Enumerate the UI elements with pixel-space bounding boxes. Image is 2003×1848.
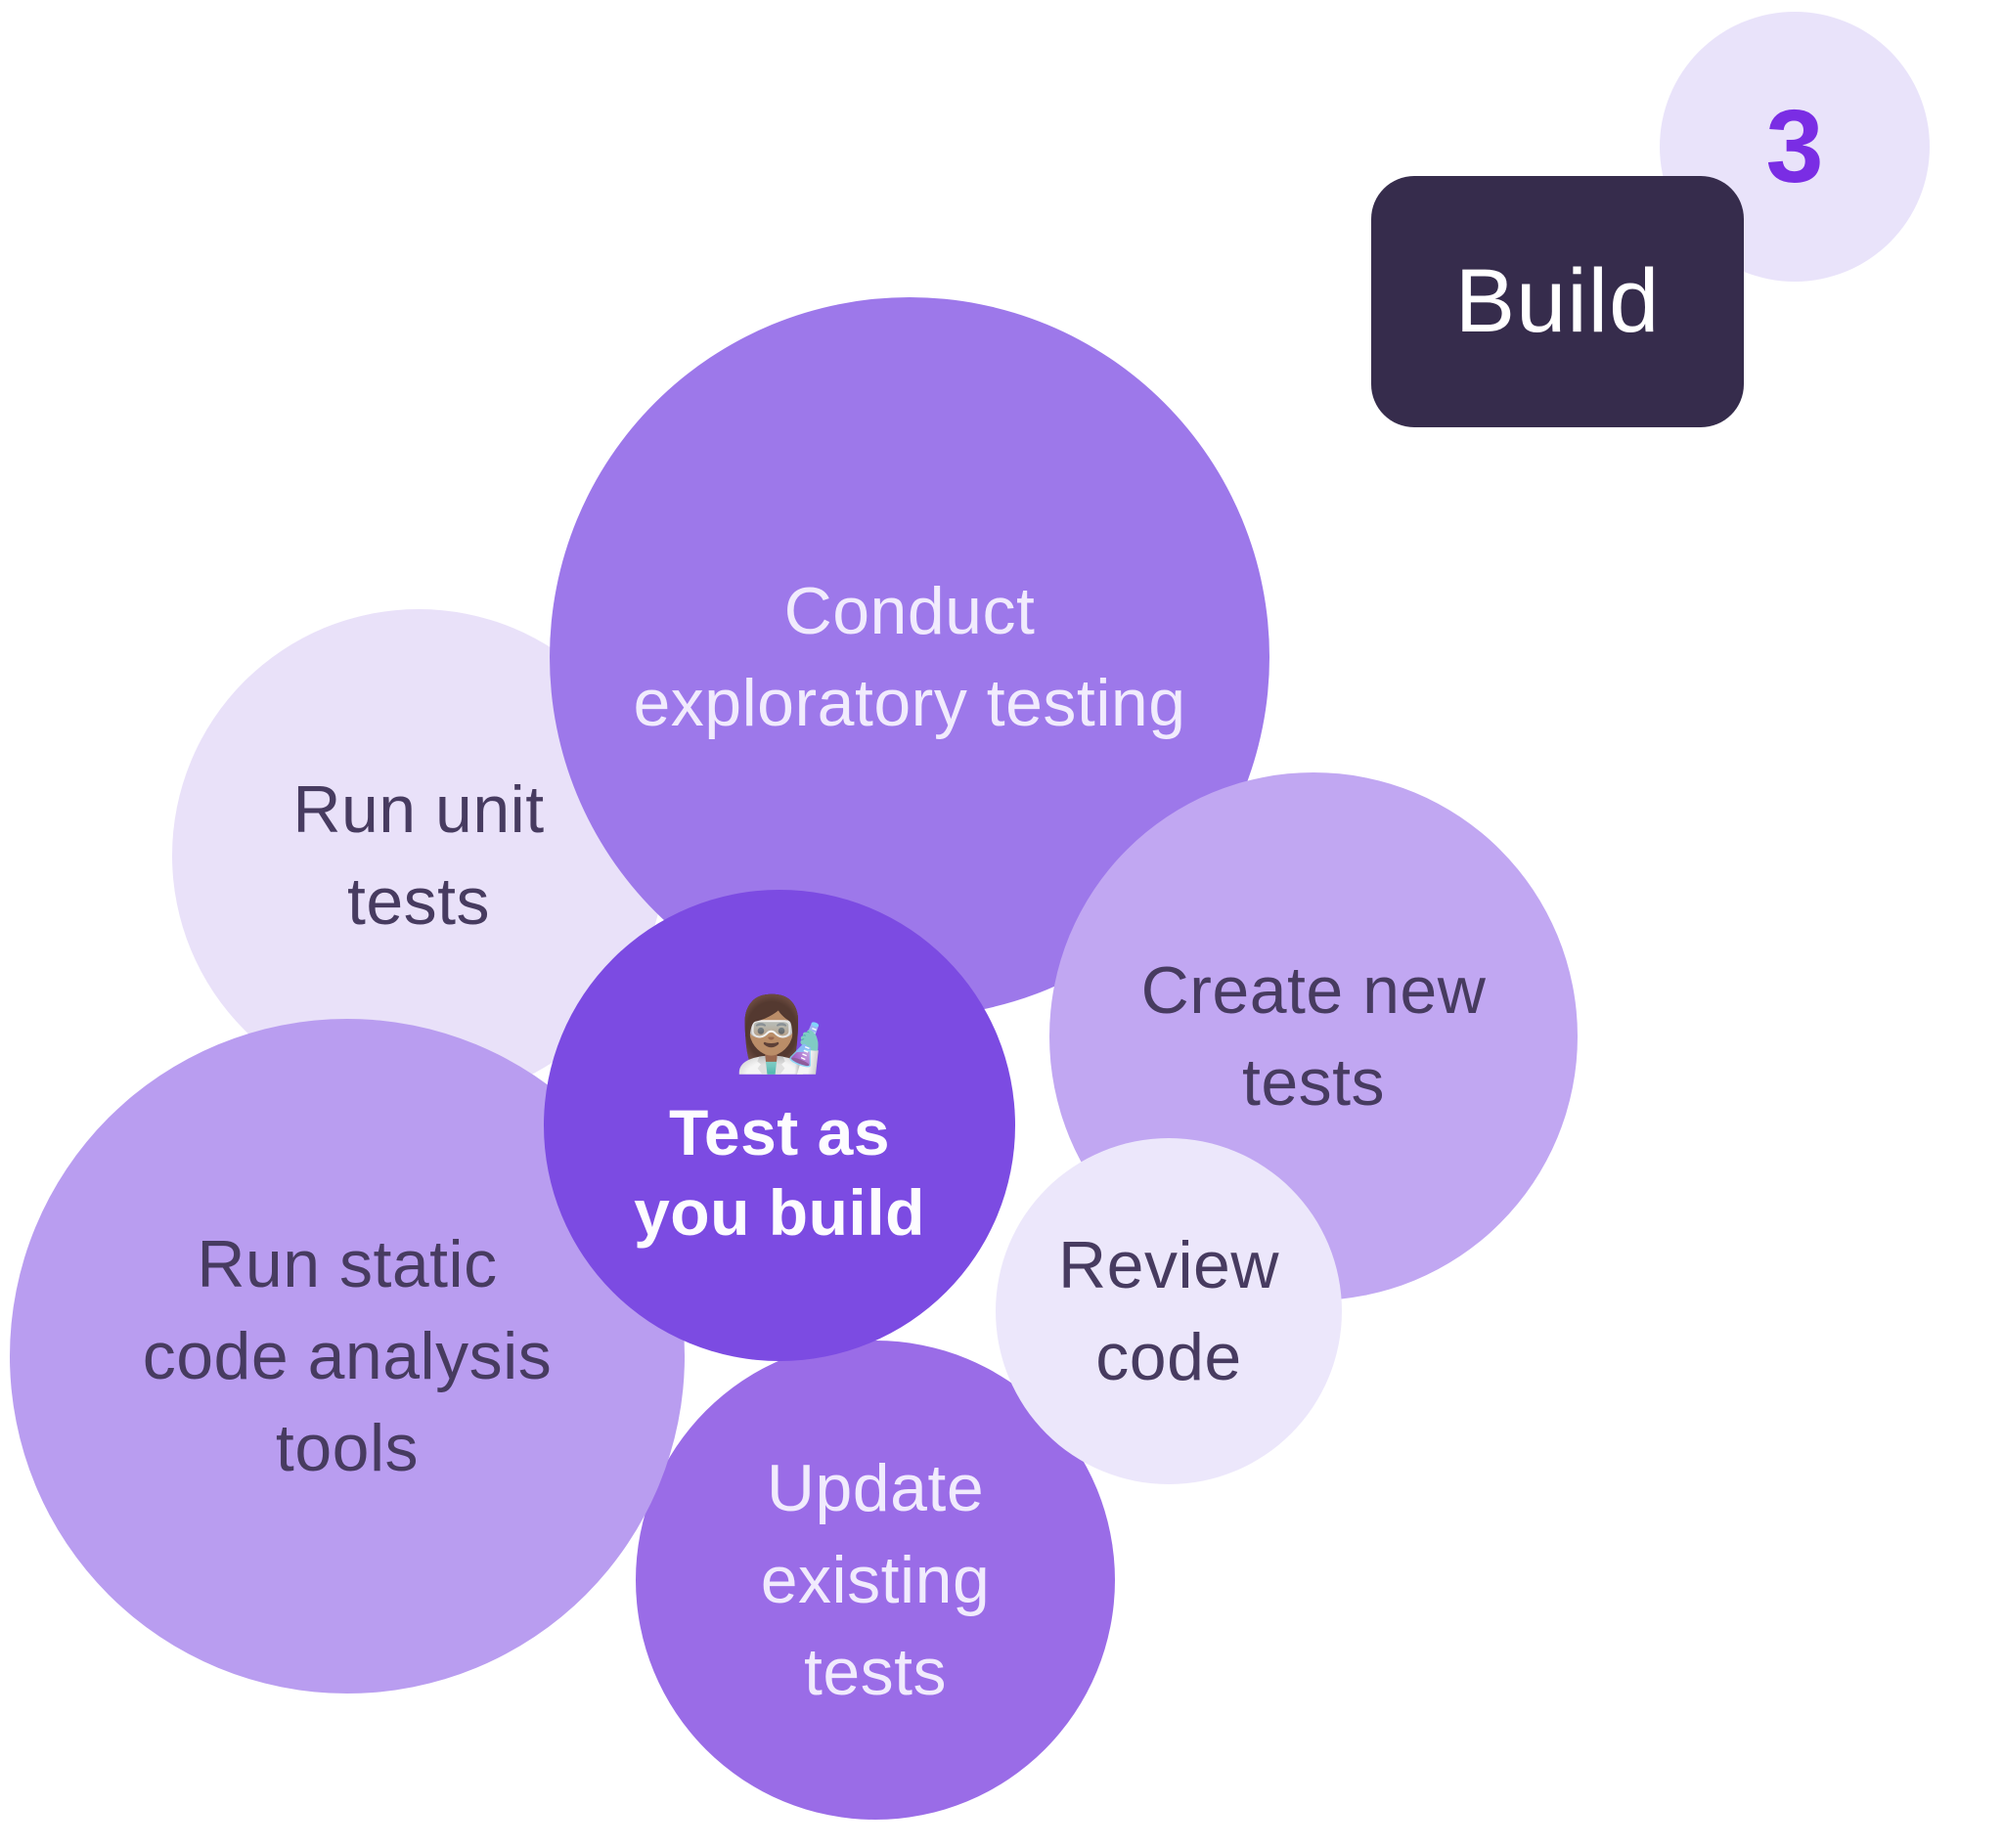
bubble-label-line: tools xyxy=(275,1411,420,1485)
bubble-label-line: Run unit xyxy=(292,772,545,847)
bubble-label-line: Update xyxy=(766,1451,985,1525)
bubble-label-line: existing xyxy=(760,1543,991,1617)
bubble-review-code: Review code xyxy=(996,1138,1342,1484)
bubble-test-as-you-build: 👩🏽‍🔬 Test as you build xyxy=(544,890,1015,1361)
woman-scientist-emoji: 👩🏽‍🔬 xyxy=(734,993,825,1075)
bubble-label-line: you build xyxy=(634,1176,925,1249)
bubble-label-line: Review xyxy=(1058,1228,1279,1302)
bubble-label-line: code analysis xyxy=(142,1319,553,1393)
bubble-label-line: tests xyxy=(346,864,491,939)
bubble-label-line: tests xyxy=(1241,1045,1386,1120)
bubble-label-line: Create new xyxy=(1140,953,1487,1028)
bubble-update-existing-tests: Update existing tests xyxy=(636,1341,1115,1820)
bubble-label-line: Run static xyxy=(197,1227,498,1301)
bubble-label-line: Test as xyxy=(668,1096,891,1168)
build-phase-label: Build xyxy=(1454,251,1661,351)
bubble-label-line: code xyxy=(1095,1320,1242,1394)
bubble-label-line: exploratory testing xyxy=(633,666,1186,740)
build-phase-tag: Build xyxy=(1371,176,1744,427)
bubble-label-line: Conduct xyxy=(783,574,1036,648)
step-number: 3 xyxy=(1765,88,1824,204)
bubble-label-line: tests xyxy=(803,1635,948,1709)
